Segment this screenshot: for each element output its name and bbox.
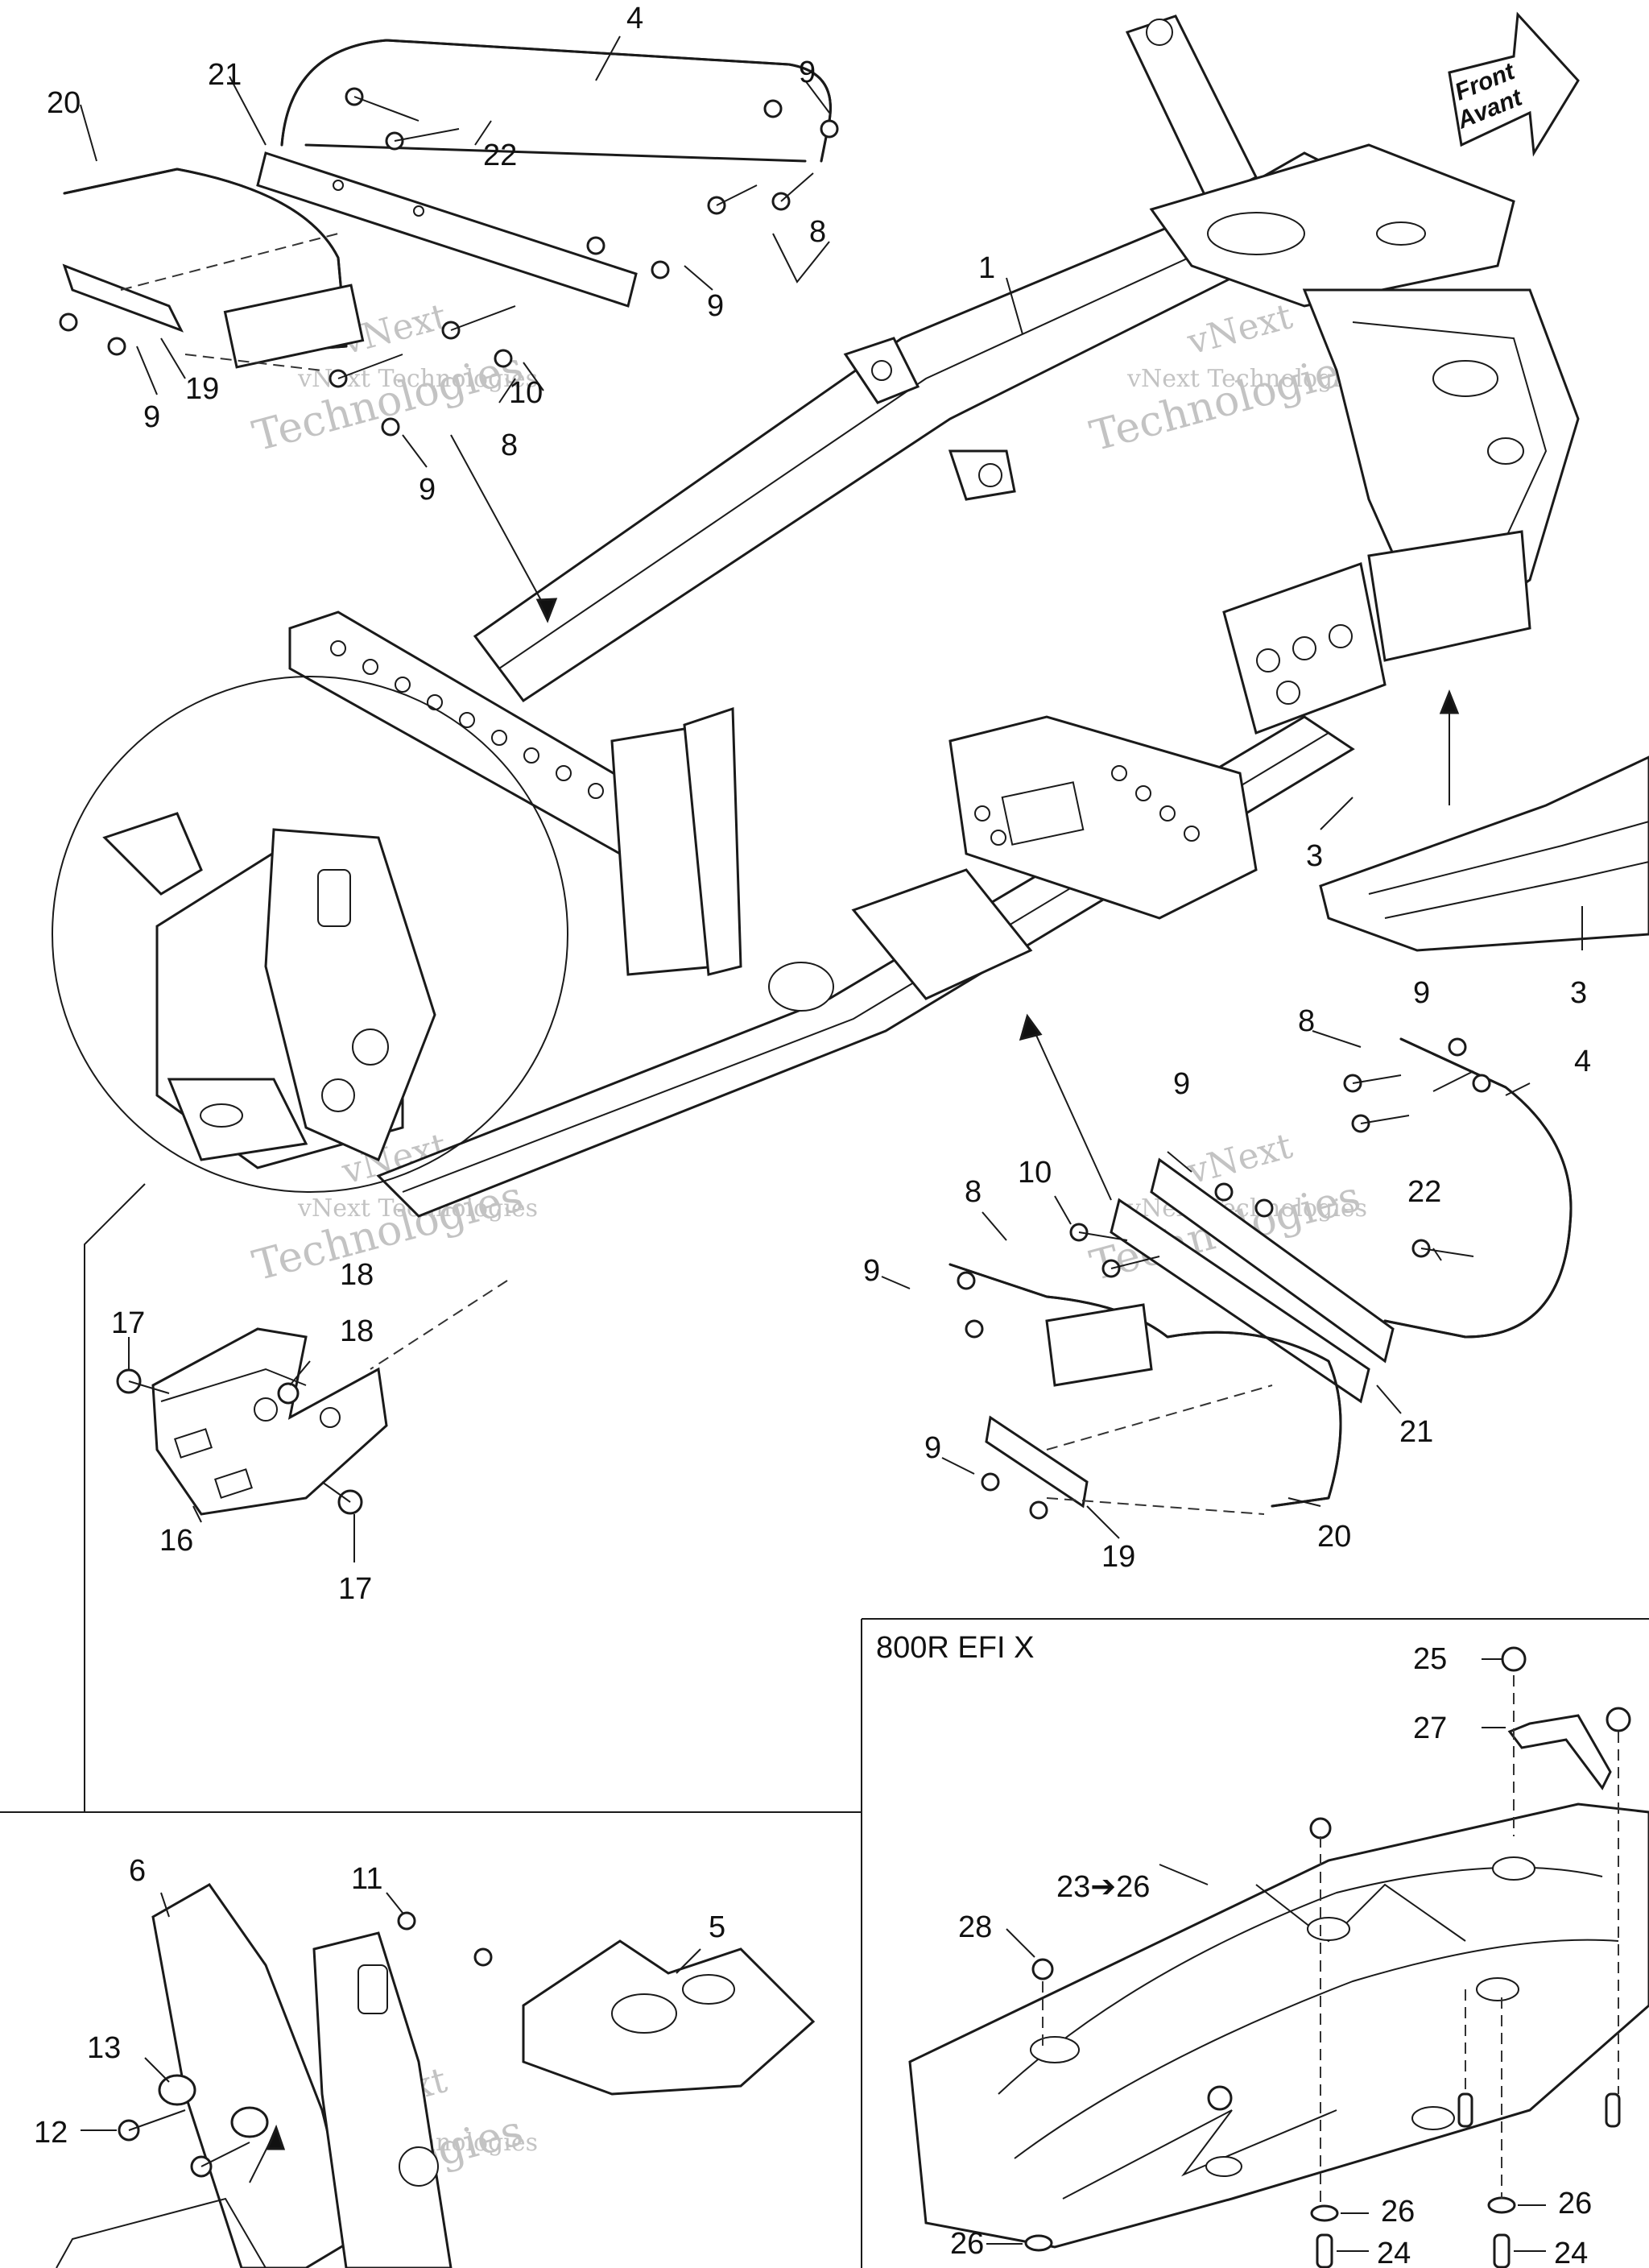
callout-13: 13	[87, 2031, 121, 2065]
callout-24: 24	[1554, 2237, 1588, 2268]
callout-26: 26	[1381, 2195, 1415, 2229]
callout-20: 20	[47, 86, 81, 120]
callout-9: 9	[419, 473, 436, 507]
callout-27: 27	[1413, 1711, 1447, 1745]
callout-9: 9	[863, 1254, 880, 1288]
callout-16: 16	[159, 1524, 193, 1558]
callout-8: 8	[809, 215, 826, 249]
lower-left-panel	[0, 1811, 862, 2268]
callout-8: 8	[965, 1175, 982, 1209]
callout-24: 24	[1377, 2237, 1411, 2268]
callout-4: 4	[1574, 1045, 1591, 1078]
callout-17: 17	[111, 1306, 145, 1340]
callout-9: 9	[707, 289, 724, 323]
engine-bracket-16	[116, 1280, 508, 1516]
callout-9: 9	[799, 56, 816, 89]
bolt-icon	[957, 1037, 1491, 1520]
deck-plate-holes	[974, 765, 1200, 846]
main-frame	[288, 14, 1580, 1218]
callout-3: 3	[1306, 839, 1323, 873]
callout-12: 12	[34, 2116, 68, 2150]
callout-11: 11	[351, 1862, 382, 1896]
callout-5: 5	[709, 1910, 725, 1944]
rear-bumper-assembly-top	[59, 39, 839, 623]
callout-19: 19	[1101, 1540, 1135, 1574]
callout-21: 21	[1399, 1415, 1433, 1449]
callout-26: 26	[1558, 2187, 1592, 2220]
callout-17: 17	[338, 1572, 372, 1606]
inset-title: 800R EFI X	[876, 1631, 1034, 1665]
callout-18: 18	[340, 1314, 374, 1348]
watermark-text: vNext Technologies	[1126, 365, 1367, 393]
front-direction-arrow-icon: Front Avant	[1448, 11, 1580, 157]
callout-19: 19	[185, 372, 219, 406]
callout-3: 3	[1570, 976, 1587, 1010]
watermark-text: vNext	[1183, 296, 1297, 363]
callout-28: 28	[958, 1910, 992, 1944]
callout-10: 10	[509, 376, 543, 410]
fastener-icon	[1024, 1646, 1631, 2268]
callout-21: 21	[208, 58, 242, 92]
callout-22: 22	[483, 139, 517, 172]
callout-4: 4	[626, 2, 643, 35]
bolt-icon	[59, 87, 839, 437]
callout-8: 8	[1298, 1004, 1315, 1038]
callout-20: 20	[1317, 1520, 1351, 1554]
callout-6: 6	[129, 1854, 146, 1888]
callout-9: 9	[143, 400, 160, 434]
callout-9: 9	[1413, 976, 1430, 1010]
inset-800r-efi-x: 800R EFI X	[861, 1618, 1649, 2268]
callout-8: 8	[501, 428, 518, 462]
callout-9: 9	[1173, 1067, 1190, 1101]
callout-1: 1	[978, 251, 995, 285]
callout-18: 18	[340, 1258, 374, 1292]
bolt-icon	[118, 1911, 493, 2178]
watermark-text: vNext	[1183, 1125, 1297, 1193]
callout-25: 25	[1413, 1642, 1447, 1676]
rear-bumper-assembly-lower	[948, 689, 1573, 1520]
leader-lines	[80, 35, 1583, 2252]
watermark-text: Technologies	[1085, 343, 1366, 461]
callout-22: 22	[1407, 1175, 1441, 1209]
callout-labels: 1 3 3 4 4 5 6 8 8 8 8 9 9 9 9 9 9 9 9 10…	[34, 2, 1592, 2268]
callout-9: 9	[924, 1431, 941, 1465]
callout-10: 10	[1018, 1156, 1052, 1190]
callout-23-26: 23➔26	[1056, 1870, 1150, 1904]
right-skid-plate	[1319, 755, 1649, 952]
mount-box-holes	[1256, 624, 1353, 705]
callout-26: 26	[950, 2227, 984, 2261]
detail-circle	[52, 676, 568, 1812]
